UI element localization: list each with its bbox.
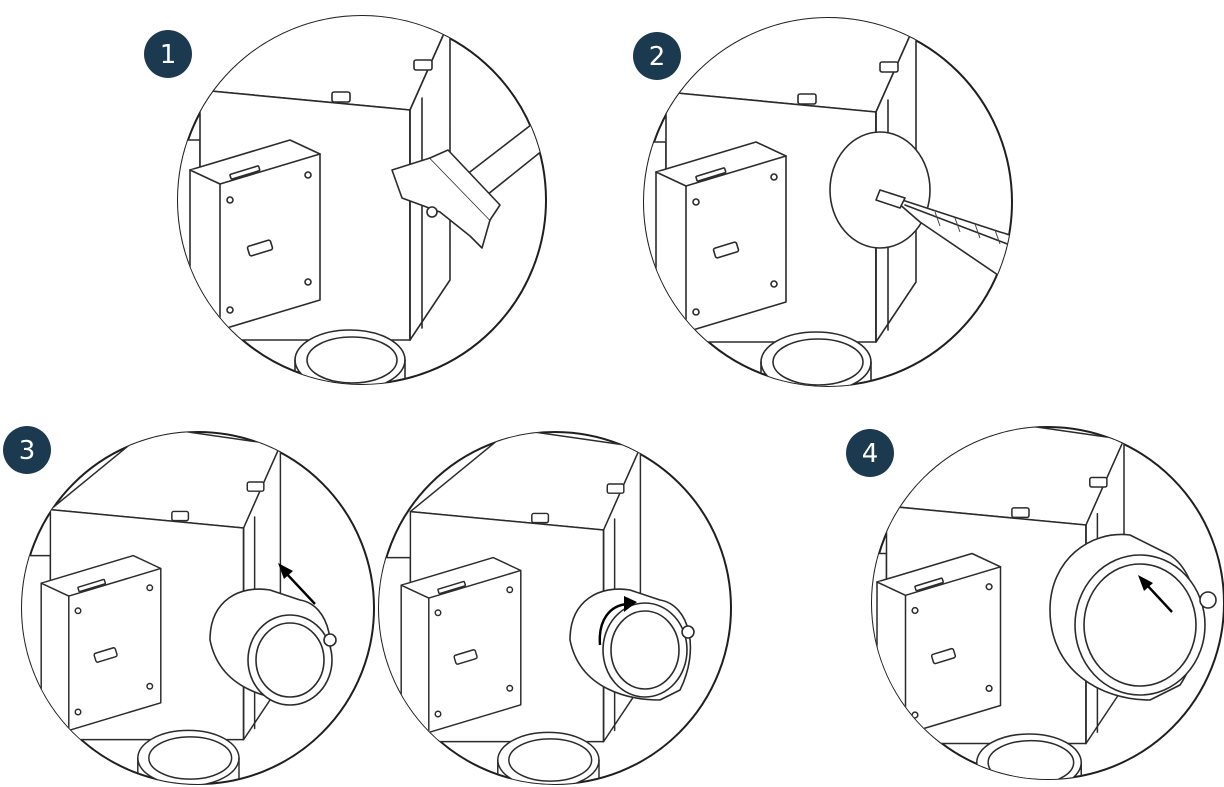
collar-icon	[209, 588, 337, 706]
step-2-number: 2	[649, 42, 666, 72]
collar-icon	[1049, 533, 1217, 701]
push-arrow	[1138, 575, 1173, 613]
step-1-number: 1	[160, 40, 177, 70]
step-3-badge: 3	[3, 426, 51, 474]
step-3-panel-b	[378, 431, 732, 785]
push-arrow	[278, 563, 316, 605]
step-3-number: 3	[19, 436, 36, 466]
collar-icon	[569, 588, 695, 701]
utility-knife-icon	[875, 189, 1012, 297]
step-4-number: 4	[862, 439, 879, 469]
step-2-panel: 2	[633, 17, 1013, 387]
step-3-panel-a: 3	[3, 426, 375, 785]
step-4-badge: 4	[846, 429, 894, 477]
step-1-badge: 1	[144, 30, 192, 78]
step-1-panel: 1	[144, 15, 547, 385]
step-4-panel: 4	[846, 426, 1224, 780]
step-2-badge: 2	[633, 32, 681, 80]
rotate-arrow	[598, 596, 637, 646]
